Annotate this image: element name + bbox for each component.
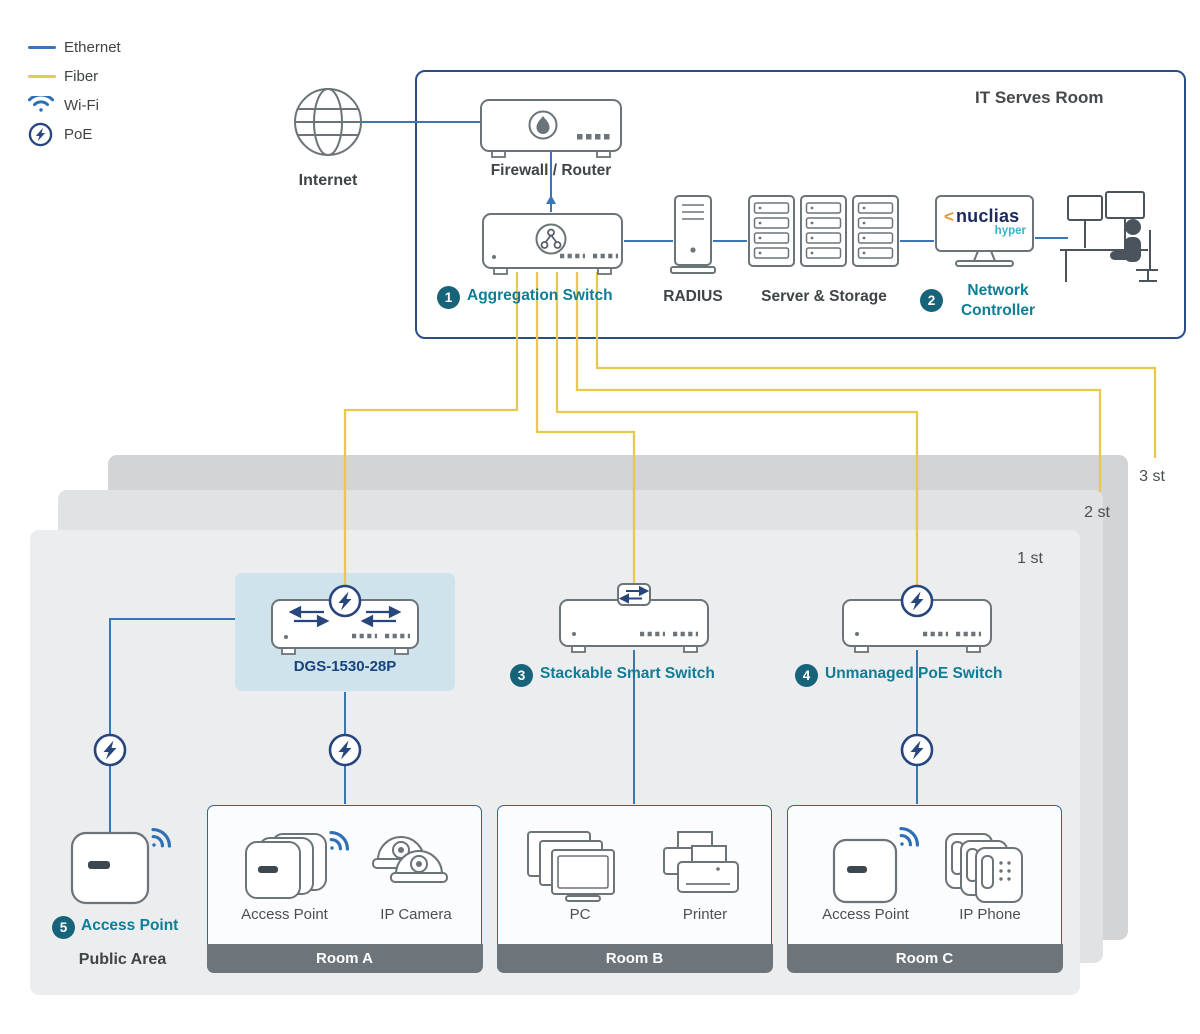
legend-item-ethernet: Ethernet — [28, 33, 121, 62]
internet-globe-icon — [294, 88, 362, 156]
it-room-title: IT Serves Room — [975, 88, 1104, 107]
room-b: Room B — [496, 805, 773, 973]
wifi-icon — [28, 96, 64, 115]
internet-label: Internet — [298, 172, 358, 189]
legend-label: PoE — [64, 126, 93, 143]
poe-icon — [28, 122, 64, 147]
room-c: Room C — [786, 805, 1063, 973]
radius-label: RADIUS — [663, 288, 723, 305]
legend-label: Ethernet — [64, 39, 121, 56]
floor-2-label: 2 st — [1084, 504, 1110, 521]
nuclias-mark-icon: < — [944, 207, 954, 226]
legend-item-fiber: Fiber — [28, 62, 121, 91]
legend-item-wifi: Wi-Fi — [28, 91, 121, 120]
room-c-device1-label: Access Point — [822, 906, 909, 923]
floor-3-label: 3 st — [1139, 468, 1165, 485]
badge-3: 3 — [510, 664, 533, 687]
room-c-device2-label: IP Phone — [959, 906, 1021, 923]
controller-label-line1: Network — [967, 282, 1029, 299]
nuclias-brand: nuclias — [955, 206, 1020, 226]
legend-item-poe: PoE — [28, 120, 121, 149]
badge-4: 4 — [795, 664, 818, 687]
controller-label-line2: Controller — [960, 302, 1036, 319]
nuclias-logo: < nuclias hyper — [944, 206, 1028, 237]
legend: Ethernet Fiber Wi-Fi — [28, 33, 121, 149]
aggregation-switch-label: Aggregation Switch — [467, 287, 613, 304]
legend-label: Fiber — [64, 68, 99, 85]
room-a: Room A — [206, 805, 483, 973]
badge-5: 5 — [52, 916, 75, 939]
badge-1: 1 — [437, 286, 460, 309]
room-a-title: Room A — [206, 943, 483, 973]
network-controller-label: Network Controller — [947, 281, 1049, 321]
public-area-label: Public Area — [78, 951, 167, 968]
room-b-title: Room B — [496, 943, 773, 973]
room-a-device2-label: IP Camera — [380, 906, 452, 923]
dgs-switch-label: DGS-1530-28P — [293, 658, 397, 675]
room-b-device2-label: Printer — [682, 906, 728, 923]
fiber-line-icon — [28, 75, 64, 78]
room-a-device1-label: Access Point — [241, 906, 328, 923]
unmanaged-switch-label: Unmanaged PoE Switch — [825, 665, 1003, 682]
badge-2: 2 — [920, 289, 943, 312]
ethernet-line-icon — [28, 46, 64, 49]
legend-label: Wi-Fi — [64, 97, 99, 114]
floor-1-label: 1 st — [1017, 550, 1043, 567]
firewall-label: Firewall / Router — [490, 162, 612, 179]
server-storage-label: Server & Storage — [761, 288, 887, 305]
room-b-device1-label: PC — [569, 906, 591, 923]
public-access-point-label: Access Point — [81, 917, 179, 934]
room-c-title: Room C — [786, 943, 1063, 973]
stackable-switch-label: Stackable Smart Switch — [540, 665, 715, 682]
